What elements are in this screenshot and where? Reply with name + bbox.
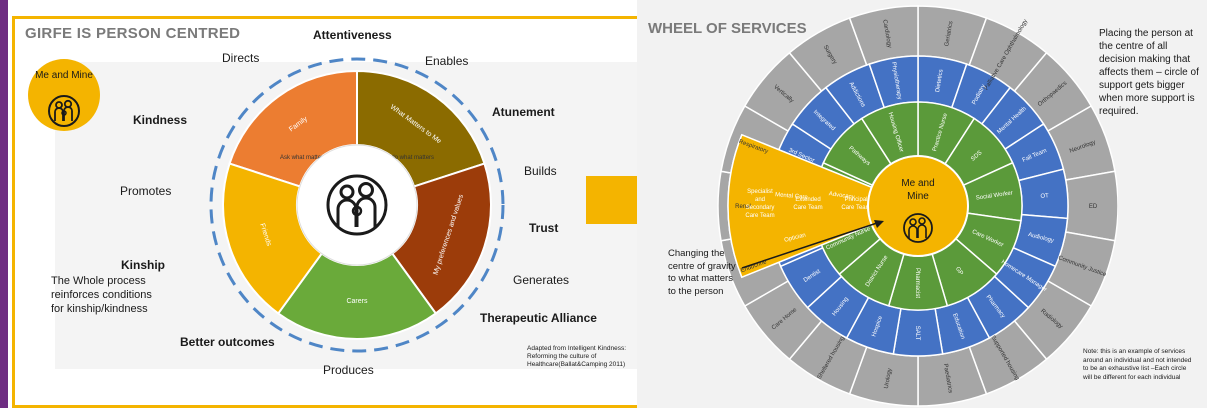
svg-text:Mine: Mine (907, 191, 929, 202)
blue-ring-label: OT (1040, 193, 1049, 200)
grey-ring-label: Renal (735, 204, 751, 210)
label-generates: Generates (513, 273, 570, 287)
label-kinship: Kinship (121, 258, 165, 272)
grey-ring-label: Paediatrics (942, 363, 953, 393)
person-centred-panel: GIRFE IS PERSON CENTRED Me and Mine Atte… (12, 16, 640, 408)
blue-ring-label: Dietetics (935, 69, 945, 93)
grey-ring-label: Geriatrics (944, 21, 954, 47)
care-team-label: Extended (795, 197, 820, 203)
care-team-label: Care Team (745, 213, 774, 219)
label-better-outcomes: Better outcomes (180, 335, 275, 349)
care-team-label: and (755, 197, 765, 203)
centre-label: Me and (901, 178, 934, 189)
care-team-label: Principal (844, 197, 867, 203)
green-ring-label: GP (954, 266, 964, 277)
panel-title: GIRFE IS PERSON CENTRED (25, 25, 241, 42)
left-accent-bar (0, 0, 8, 408)
pointer-line (741, 221, 881, 269)
label-therapeutic-alliance: Therapeutic Alliance (480, 311, 597, 325)
grey-ring-label: Urology (884, 368, 894, 389)
whole-process-text: The Whole process reinforces conditions … (51, 275, 152, 315)
family-icon (48, 95, 80, 127)
green-ring-label: Social Worker (976, 190, 1014, 201)
label-atunement: Atunement (492, 105, 555, 119)
example-note: Note: this is an example of services aro… (1083, 348, 1192, 381)
blue-ring-label: Optician (784, 233, 807, 244)
care-team-label: Care Team (841, 205, 870, 211)
family-icon-large (326, 174, 388, 236)
grey-ring-label: ED (1089, 204, 1098, 210)
changing-gravity-text: Changing the centre of gravity to what m… (668, 248, 736, 297)
placing-person-note: Placing the person at the centre of all … (1099, 28, 1199, 117)
wheel-title: WHEEL OF SERVICES (648, 20, 807, 37)
green-ring-label: Advocacy (828, 191, 855, 201)
outer-dashed-ring (209, 57, 505, 353)
segment-label: Carers (346, 298, 368, 305)
label-kindness: Kindness (133, 113, 188, 127)
label-builds: Builds (524, 164, 557, 178)
label-trust: Trust (529, 221, 559, 235)
label-attentiveness: Attentiveness (313, 28, 392, 42)
badge-label: Me and Mine (35, 70, 93, 81)
centre-me-and-mine (867, 155, 969, 257)
label-directs: Directs (222, 51, 260, 65)
blue-ring-label: SALT (914, 326, 920, 341)
blue-ring-label: Mental Care (775, 192, 809, 201)
label-produces: Produces (323, 363, 374, 377)
grey-ring-label: Cardiology (881, 19, 892, 48)
me-and-mine-badge: Me and Mine (28, 59, 100, 131)
care-team-label: Care Team (793, 205, 822, 211)
label-enables: Enables (425, 54, 469, 68)
family-icon-centre (903, 213, 933, 243)
care-team-label: Secondary (746, 205, 775, 211)
citation: Adapted from Intelligent Kindness: Refor… (527, 345, 627, 368)
green-ring-label: Pharmacist (914, 268, 920, 298)
care-team-label: Specialist (747, 189, 773, 195)
label-promotes: Promotes (120, 184, 172, 198)
